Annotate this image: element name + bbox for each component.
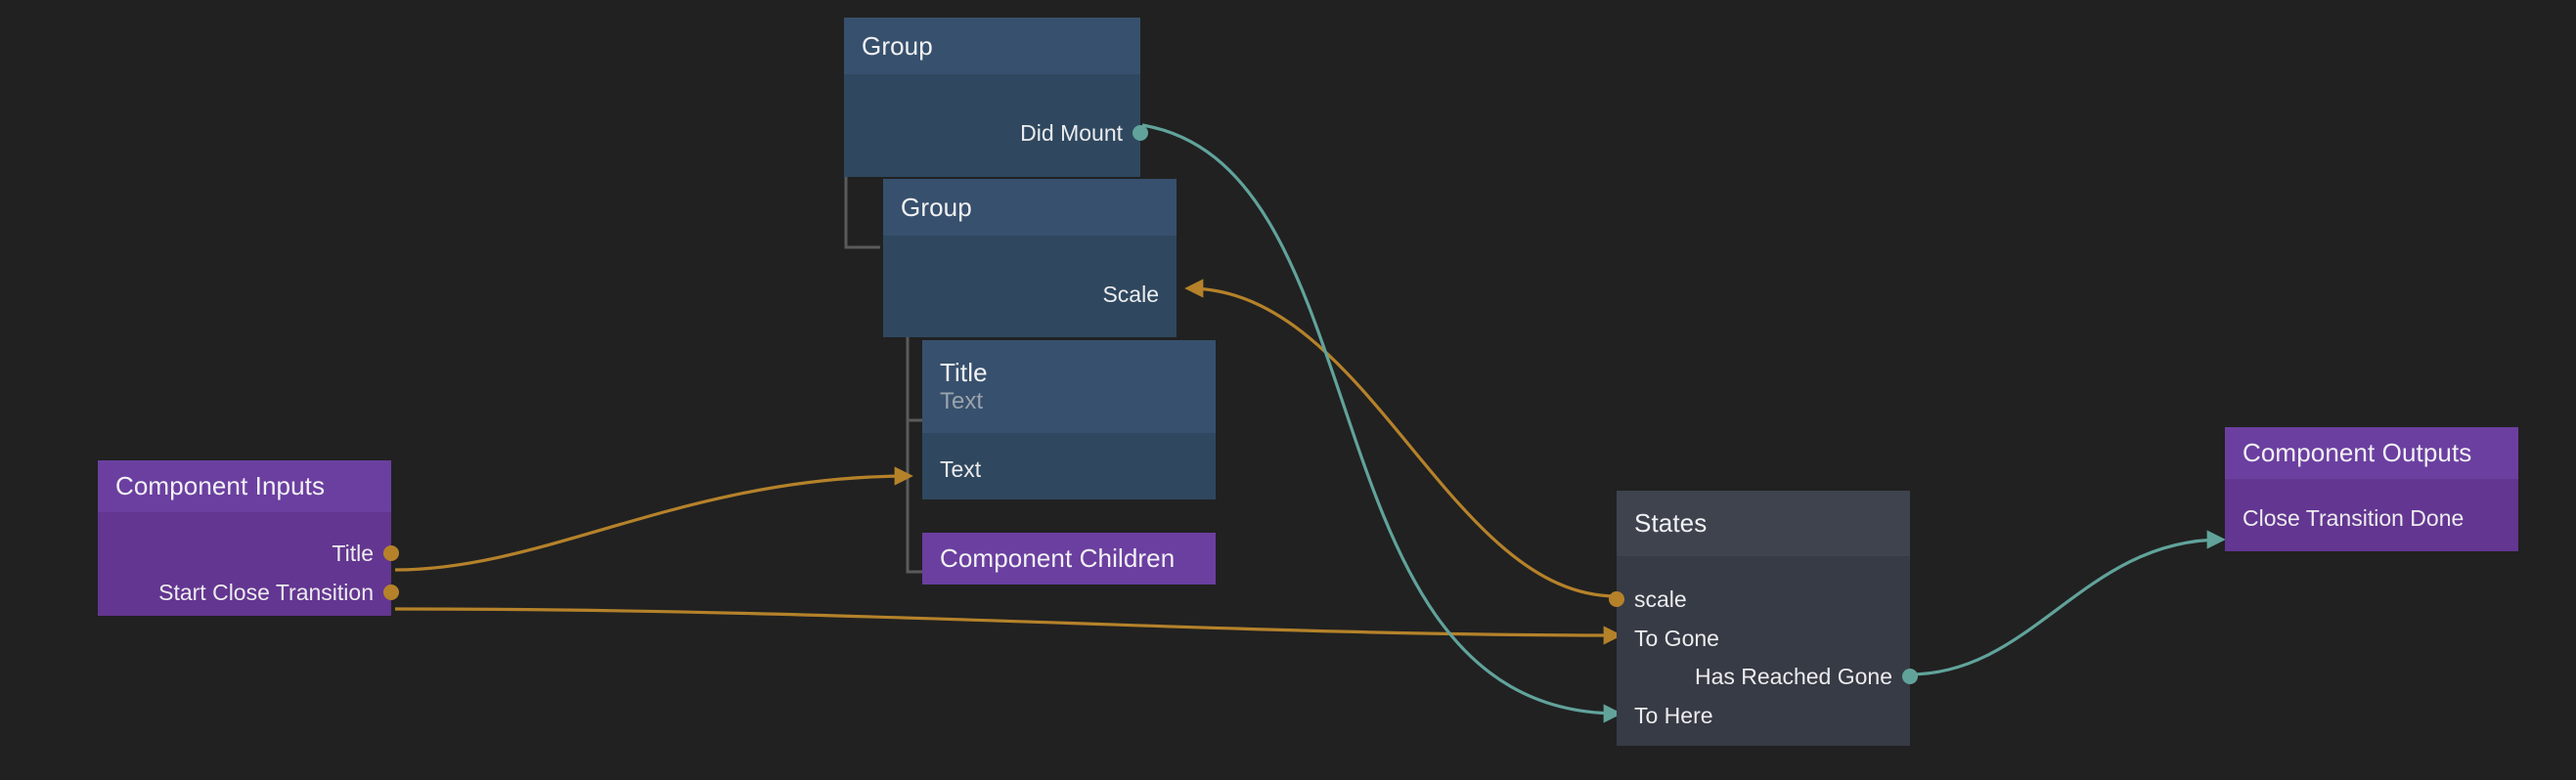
node-component-outputs-title: Component Outputs xyxy=(2243,438,2472,468)
port-inputs-start-close-transition[interactable]: Start Close Transition xyxy=(158,578,374,607)
port-states-scale-label: scale xyxy=(1634,585,1687,612)
edge-hasreachedgone-to-outputs xyxy=(1908,530,2226,676)
port-states-to-here-label: To Here xyxy=(1634,702,1713,728)
node-component-outputs[interactable]: Component Outputs Close Transition Done xyxy=(2225,427,2518,551)
port-states-has-reached-gone-dot[interactable] xyxy=(1902,669,1918,684)
port-states-to-gone-label: To Gone xyxy=(1634,625,1719,651)
node-states[interactable]: States scale To Gone Has Reached Gone To… xyxy=(1609,491,1918,746)
node-states-body[interactable]: scale To Gone Has Reached Gone To Here xyxy=(1609,556,1918,746)
port-states-to-gone[interactable]: To Gone xyxy=(1634,624,1719,653)
port-states-scale[interactable]: scale xyxy=(1634,585,1687,614)
port-inputs-title-dot[interactable] xyxy=(383,545,399,561)
port-states-scale-dot[interactable] xyxy=(1609,591,1624,607)
node-group-outer[interactable]: Group Did Mount xyxy=(844,18,1148,177)
node-group-outer-header[interactable]: Group xyxy=(844,18,1140,74)
node-component-inputs-header[interactable]: Component Inputs xyxy=(98,460,391,512)
port-inputs-title[interactable]: Title xyxy=(332,539,374,568)
edge-inputs-title-to-title-text xyxy=(394,466,913,572)
node-component-outputs-body[interactable]: Close Transition Done xyxy=(2225,479,2518,551)
node-component-children-header[interactable]: Component Children xyxy=(922,533,1216,585)
port-did-mount-label: Did Mount xyxy=(1020,119,1123,146)
edge-states-scale-to-group-scale xyxy=(1184,279,1618,598)
node-component-children[interactable]: Component Children xyxy=(922,533,1216,585)
node-component-inputs[interactable]: Component Inputs Title Start Close Trans… xyxy=(98,460,399,616)
port-states-has-reached-gone[interactable]: Has Reached Gone xyxy=(1695,662,1892,691)
port-inputs-start-close-transition-dot[interactable] xyxy=(383,585,399,600)
node-component-inputs-title: Component Inputs xyxy=(115,471,326,501)
node-title-title: Title xyxy=(940,358,988,387)
port-scale-in[interactable]: Scale xyxy=(1102,280,1159,309)
node-group-inner-body[interactable]: Scale xyxy=(883,236,1177,337)
port-close-transition-done-label: Close Transition Done xyxy=(2243,504,2465,531)
port-did-mount[interactable]: Did Mount xyxy=(1020,118,1123,148)
port-inputs-start-close-transition-label: Start Close Transition xyxy=(158,579,374,605)
node-title-header[interactable]: Title Text xyxy=(922,340,1216,433)
port-did-mount-dot[interactable] xyxy=(1133,125,1148,141)
port-text-label: Text xyxy=(940,455,982,482)
port-inputs-title-label: Title xyxy=(332,540,374,566)
node-component-inputs-body[interactable]: Title Start Close Transition xyxy=(98,512,399,616)
node-component-outputs-header[interactable]: Component Outputs xyxy=(2225,427,2518,479)
port-states-has-reached-gone-label: Has Reached Gone xyxy=(1694,663,1892,689)
port-text-in[interactable]: Text xyxy=(940,455,981,484)
port-states-to-here[interactable]: To Here xyxy=(1634,701,1713,730)
node-group-outer-body[interactable]: Did Mount xyxy=(844,74,1148,177)
port-close-transition-done[interactable]: Close Transition Done xyxy=(2243,503,2464,533)
node-group-inner-header[interactable]: Group xyxy=(883,179,1177,236)
node-component-children-title: Component Children xyxy=(940,543,1176,574)
node-title[interactable]: Title Text Text xyxy=(922,340,1216,499)
node-group-inner[interactable]: Group Scale xyxy=(883,179,1177,337)
node-title-body[interactable]: Text xyxy=(922,433,1216,499)
node-states-title: States xyxy=(1634,508,1708,539)
node-group-outer-title: Group xyxy=(862,30,933,61)
node-states-header[interactable]: States xyxy=(1617,491,1910,556)
edge-inputs-startclose-to-states-togone xyxy=(394,607,1622,645)
node-title-subtitle: Text xyxy=(940,387,984,414)
port-scale-label: Scale xyxy=(1102,281,1159,307)
node-group-inner-title: Group xyxy=(901,192,972,222)
